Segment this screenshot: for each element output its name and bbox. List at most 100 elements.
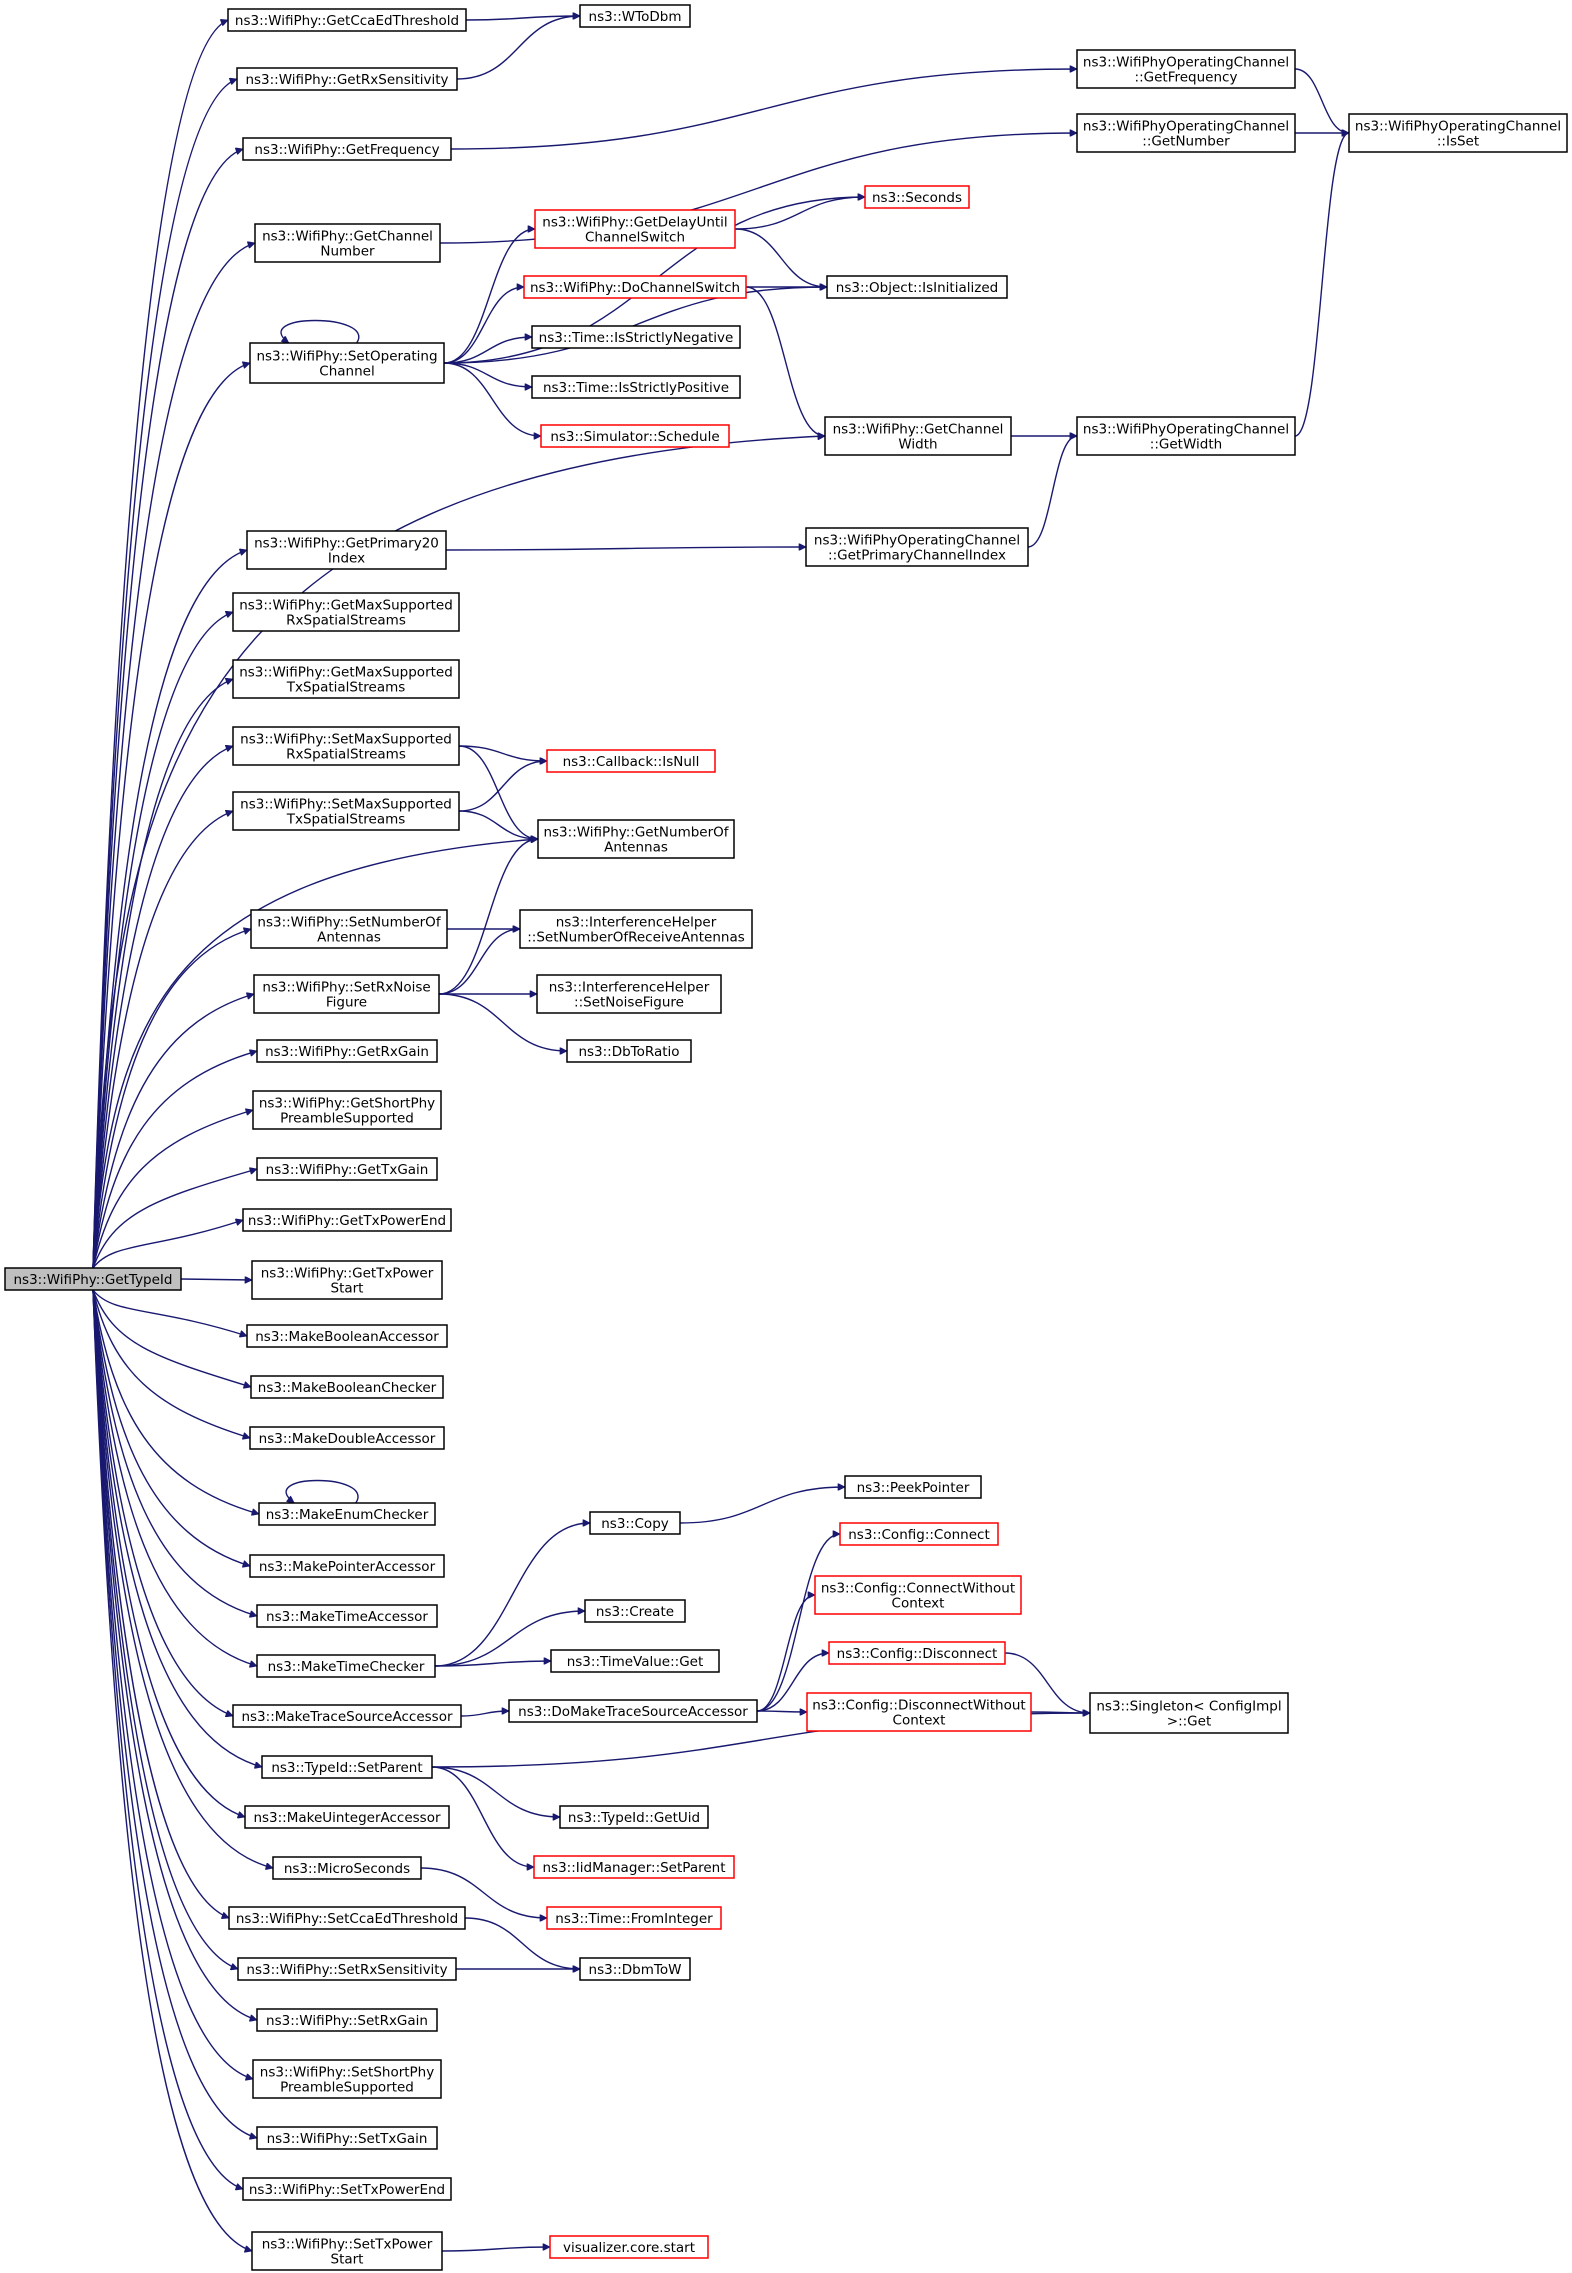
node-dochannelswitch[interactable]: ns3::WifiPhy::DoChannelSwitch: [523, 275, 747, 299]
node-domaketracesourceaccessor[interactable]: ns3::DoMakeTraceSourceAccessor: [508, 1699, 758, 1723]
node-box-seconds: [864, 185, 970, 209]
edge-copy-to-peekpointer: [679, 1487, 845, 1524]
node-setrxsensitivity[interactable]: ns3::WifiPhy::SetRxSensitivity: [237, 1957, 457, 1981]
node-setmaxtx[interactable]: ns3::WifiPhy::SetMaxSupportedTxSpatialSt…: [232, 791, 460, 831]
edge-maketimechecker-to-copy: [434, 1523, 590, 1667]
node-box-typeidgetuid: [559, 1805, 709, 1829]
node-box-getrxgain: [256, 1039, 438, 1063]
node-setrxgain[interactable]: ns3::WifiPhy::SetRxGain: [256, 2008, 438, 2032]
node-isinitialized[interactable]: ns3::Object::IsInitialized: [826, 275, 1008, 299]
node-seconds[interactable]: ns3::Seconds: [864, 185, 970, 209]
node-wtodbm[interactable]: ns3::WToDbm: [579, 4, 691, 28]
node-label-getchannelnumber-line-0: ns3::WifiPhy::GetChannel: [262, 229, 433, 245]
node-maketimeaccessor[interactable]: ns3::MakeTimeAccessor: [256, 1604, 438, 1628]
node-getccaedthreshold[interactable]: ns3::WifiPhy::GetCcaEdThreshold: [227, 8, 467, 32]
node-configdisconnect[interactable]: ns3::Config::Disconnect: [828, 1641, 1006, 1665]
edge-setoperatingchannel-to-isstrictlypositive: [443, 362, 532, 387]
node-label-getrxgain-line-0: ns3::WifiPhy::GetRxGain: [265, 1044, 429, 1060]
node-opch_isset[interactable]: ns3::WifiPhyOperatingChannel::IsSet: [1348, 113, 1568, 153]
node-box-schedule: [540, 424, 730, 448]
node-label-timefrominteger-line-0: ns3::Time::FromInteger: [555, 1911, 713, 1927]
node-label-domaketracesourceaccessor-line-0: ns3::DoMakeTraceSourceAccessor: [518, 1704, 748, 1720]
node-maketracesourceaccessor[interactable]: ns3::MakeTraceSourceAccessor: [232, 1704, 462, 1728]
edge-typeidsetparent-to-iidmanagersetparent: [431, 1766, 534, 1867]
node-timevalueget[interactable]: ns3::TimeValue::Get: [550, 1649, 720, 1673]
node-makebooleanaccessor[interactable]: ns3::MakeBooleanAccessor: [246, 1324, 448, 1348]
edge-root-to-getrxsensitivity: [92, 79, 237, 1269]
node-dbmtow[interactable]: ns3::DbmToW: [579, 1957, 691, 1981]
node-setccaedthreshold[interactable]: ns3::WifiPhy::SetCcaEdThreshold: [228, 1906, 466, 1930]
node-label-gettxpowerstart-line-1: Start: [331, 1281, 364, 1297]
node-isstrictlypositive[interactable]: ns3::Time::IsStrictlyPositive: [531, 375, 741, 399]
node-dbtoratio[interactable]: ns3::DbToRatio: [566, 1039, 692, 1063]
node-makeenumchecker[interactable]: ns3::MakeEnumChecker: [258, 1502, 436, 1526]
node-singletonget[interactable]: ns3::Singleton< ConfigImpl >::Get: [1089, 1692, 1289, 1734]
node-makebooleanchecker[interactable]: ns3::MakeBooleanChecker: [250, 1375, 444, 1399]
node-opch_getwidth[interactable]: ns3::WifiPhyOperatingChannel::GetWidth: [1076, 416, 1296, 456]
node-timefrominteger[interactable]: ns3::Time::FromInteger: [546, 1906, 722, 1930]
edge-setmaxrx-to-callbackisnull: [458, 745, 547, 761]
node-peekpointer[interactable]: ns3::PeekPointer: [844, 1475, 982, 1499]
node-label-ih_setnumberrx-line-1: ::SetNumberOfReceiveAntennas: [527, 930, 745, 946]
node-label-opch_getnumber-line-1: ::GetNumber: [1142, 134, 1230, 150]
node-typeidgetuid[interactable]: ns3::TypeId::GetUid: [559, 1805, 709, 1829]
node-gettxgain[interactable]: ns3::WifiPhy::GetTxGain: [256, 1157, 438, 1181]
node-ih_setnoisefigure[interactable]: ns3::InterferenceHelper::SetNoiseFigure: [536, 974, 722, 1014]
node-label-getfrequency-line-0: ns3::WifiPhy::GetFrequency: [254, 142, 439, 158]
node-visualizerstart[interactable]: visualizer.core.start: [549, 2235, 709, 2259]
node-iidmanagersetparent[interactable]: ns3::IidManager::SetParent: [533, 1855, 735, 1879]
node-label-setrxnoisefigure-line-1: Figure: [326, 995, 367, 1011]
node-settxgain[interactable]: ns3::WifiPhy::SetTxGain: [256, 2126, 438, 2150]
node-maketimechecker[interactable]: ns3::MakeTimeChecker: [256, 1654, 436, 1678]
node-opch_getprimary[interactable]: ns3::WifiPhyOperatingChannel::GetPrimary…: [805, 527, 1029, 567]
node-ih_setnumberrx[interactable]: ns3::InterferenceHelper::SetNumberOfRece…: [519, 909, 753, 949]
node-makepointeraccessor[interactable]: ns3::MakePointerAccessor: [249, 1554, 445, 1578]
node-getrxgain[interactable]: ns3::WifiPhy::GetRxGain: [256, 1039, 438, 1063]
node-configconnect[interactable]: ns3::Config::Connect: [839, 1522, 999, 1546]
node-settxpowerend[interactable]: ns3::WifiPhy::SetTxPowerEnd: [242, 2177, 452, 2201]
node-label-gettxpowerstart-line-0: ns3::WifiPhy::GetTxPower: [261, 1266, 434, 1282]
node-callbackisnull[interactable]: ns3::Callback::IsNull: [546, 749, 716, 773]
node-getshortphy[interactable]: ns3::WifiPhy::GetShortPhyPreambleSupport…: [252, 1090, 442, 1130]
node-makedoubleaccessor[interactable]: ns3::MakeDoubleAccessor: [249, 1426, 445, 1450]
node-opch_getfrequency[interactable]: ns3::WifiPhyOperatingChannel::GetFrequen…: [1076, 49, 1296, 89]
node-box-getccaedthreshold: [227, 8, 467, 32]
node-box-settxgain: [256, 2126, 438, 2150]
node-label-getshortphy-line-0: ns3::WifiPhy::GetShortPhy: [259, 1096, 435, 1112]
node-typeidsetparent[interactable]: ns3::TypeId::SetParent: [261, 1755, 433, 1779]
node-label-maketimeaccessor-line-0: ns3::MakeTimeAccessor: [266, 1609, 428, 1625]
node-opch_getnumber[interactable]: ns3::WifiPhyOperatingChannel::GetNumber: [1076, 113, 1296, 153]
node-microseconds[interactable]: ns3::MicroSeconds: [272, 1856, 422, 1880]
node-label-copy-line-0: ns3::Copy: [601, 1516, 669, 1532]
edge-root-to-setccaedthreshold: [92, 1289, 229, 1918]
node-box-opch_isset: [1348, 113, 1568, 153]
node-root[interactable]: ns3::WifiPhy::GetTypeId: [4, 1267, 182, 1291]
node-schedule[interactable]: ns3::Simulator::Schedule: [540, 424, 730, 448]
node-box-getmaxtx: [232, 659, 460, 699]
node-makeuintegeraccessor[interactable]: ns3::MakeUintegerAccessor: [244, 1805, 450, 1829]
node-copy[interactable]: ns3::Copy: [589, 1511, 681, 1535]
node-getrxsensitivity[interactable]: ns3::WifiPhy::GetRxSensitivity: [236, 67, 458, 91]
node-label-setccaedthreshold-line-0: ns3::WifiPhy::SetCcaEdThreshold: [236, 1911, 458, 1927]
node-label-opch_getnumber-line-0: ns3::WifiPhyOperatingChannel: [1083, 119, 1289, 135]
node-getfrequency[interactable]: ns3::WifiPhy::GetFrequency: [242, 137, 452, 161]
node-setshortphy[interactable]: ns3::WifiPhy::SetShortPhyPreambleSupport…: [252, 2059, 442, 2099]
node-setmaxrx[interactable]: ns3::WifiPhy::SetMaxSupportedRxSpatialSt…: [232, 726, 460, 766]
node-getmaxtx[interactable]: ns3::WifiPhy::GetMaxSupportedTxSpatialSt…: [232, 659, 460, 699]
node-create[interactable]: ns3::Create: [584, 1599, 686, 1623]
node-gettxpowerend[interactable]: ns3::WifiPhy::GetTxPowerEnd: [242, 1208, 452, 1232]
node-isstrictlynegative[interactable]: ns3::Time::IsStrictlyNegative: [531, 325, 741, 349]
node-getmaxrx[interactable]: ns3::WifiPhy::GetMaxSupportedRxSpatialSt…: [232, 592, 460, 632]
